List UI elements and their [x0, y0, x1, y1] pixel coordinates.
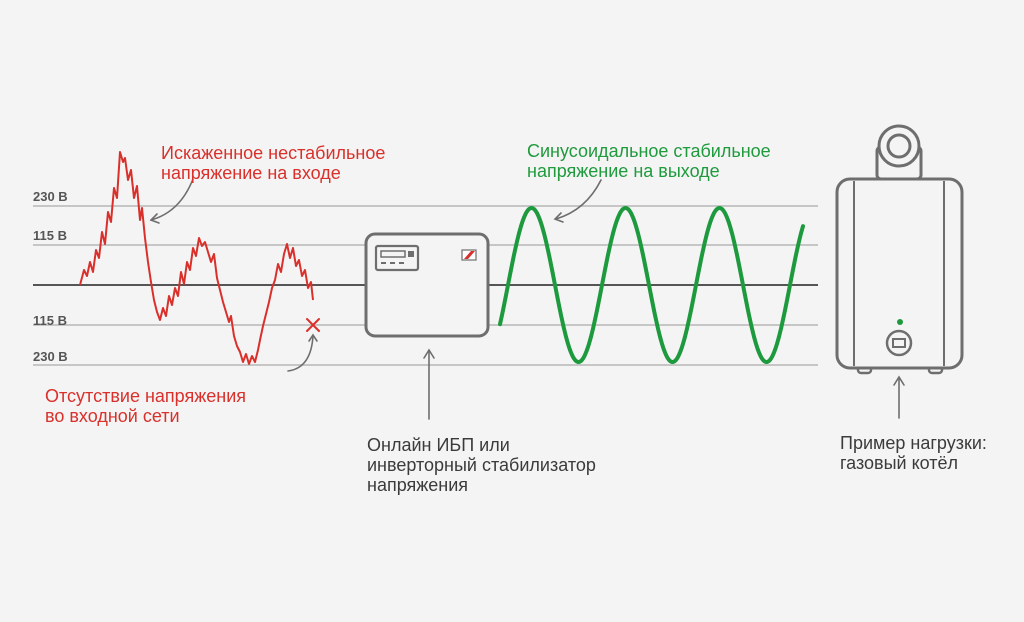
sine-output-label-line-2: напряжение на выходе: [527, 161, 720, 182]
no-voltage-label-line-2: во входной сети: [45, 406, 180, 427]
no-voltage-label: Отсутствие напряжения во входной сети: [45, 386, 246, 426]
sine-output-label-line-1: Синусоидальное стабильное: [527, 141, 771, 161]
ups-stabilizer-icon: [364, 232, 490, 338]
sine-output-wave: [498, 206, 805, 364]
arrow-to-outage: [287, 335, 314, 372]
gas-boiler-icon: [835, 124, 964, 375]
axis-label-115-positive: 115 В: [33, 228, 67, 243]
distorted-input-label-line-2: напряжение на входе: [161, 163, 341, 184]
device-label: Онлайн ИБП или инверторный стабилизатор …: [367, 435, 596, 495]
load-label-line-1: Пример нагрузки:: [840, 433, 987, 453]
no-voltage-label-line-1: Отсутствие напряжения: [45, 386, 247, 406]
device-label-line-2: инверторный стабилизатор: [367, 455, 596, 476]
annotation-arrows: [149, 178, 905, 420]
axis-label-115-negative: 115 В: [33, 313, 67, 328]
arrow-to-output-wave: [555, 179, 602, 220]
sine-output-label: Синусоидальное стабильное напряжение на …: [527, 141, 771, 181]
axis-label-230-negative: 230 В: [33, 349, 68, 364]
arrow-to-input-wave: [150, 178, 194, 221]
distorted-input-label: Искаженное нестабильное напряжение на вх…: [161, 143, 385, 183]
cross-icon: [306, 318, 320, 332]
device-label-line-3: напряжения: [367, 475, 469, 496]
axis-label-230-positive: 230 В: [33, 189, 68, 204]
distorted-input-wave: [79, 151, 314, 365]
load-label-line-2: газовый котёл: [840, 453, 959, 474]
load-label: Пример нагрузки: газовый котёл: [840, 433, 987, 473]
device-label-line-1: Онлайн ИБП или: [367, 435, 510, 455]
distorted-input-label-line-1: Искаженное нестабильное: [161, 143, 386, 163]
